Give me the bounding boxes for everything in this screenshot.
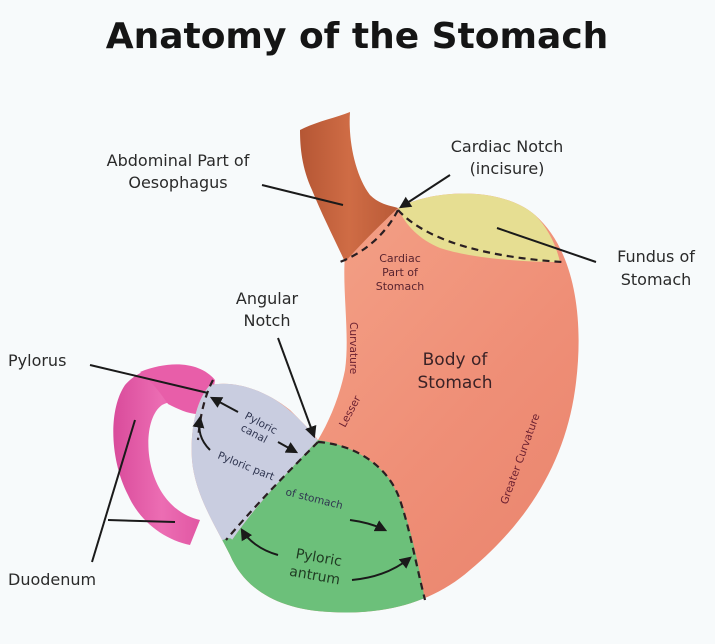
duodenum-leader [91, 419, 136, 563]
label-body-line1: Body of [423, 350, 489, 370]
label-cardiac-part: Cardiac Part of Stomach [376, 252, 425, 293]
label-cardiac-notch-line2: (incisure) [470, 159, 545, 178]
label-angular-notch-line2: Notch [244, 311, 291, 330]
pyloric-part-arrow-left [192, 415, 211, 451]
antrum-boundary-line [317, 440, 427, 601]
cardiac-boundary-line [339, 209, 399, 264]
label-fundus: Fundus of Stomach [617, 247, 695, 289]
antrum-arrow-left [240, 527, 279, 556]
label-fundus-line1: Fundus of [617, 247, 695, 266]
label-cardiac-part-line3: Stomach [376, 280, 425, 293]
label-duodenum: Duodenum [8, 570, 96, 589]
page-title: Anatomy of the Stomach [106, 16, 609, 57]
label-body: Body of Stomach [418, 350, 493, 393]
label-abdominal-oesophagus: Abdominal Part of Oesophagus [107, 151, 250, 192]
pyloric-canal-arrow-left [209, 396, 239, 413]
pylorus-leader [89, 364, 209, 394]
antrum-arrow-right [351, 556, 412, 581]
cardiac-notch-arrow [398, 174, 451, 209]
oesophagus-shape [300, 112, 398, 262]
label-body-line2: Stomach [418, 373, 493, 393]
label-abdominal-oesophagus-line1: Abdominal Part of [107, 151, 250, 170]
duodenum-shape [113, 364, 215, 545]
fundus-leader [496, 227, 597, 263]
fundus-region [398, 193, 560, 262]
pyloric-canal-boundary-line [225, 441, 319, 541]
fundus-boundary-line [397, 209, 563, 264]
label-angular-notch-line1: Angular [236, 289, 299, 308]
label-lesser-curvature-part2: Curvature [347, 322, 359, 374]
label-fundus-line2: Stomach [621, 270, 692, 289]
label-angular-notch: Angular Notch [236, 289, 299, 330]
label-abdominal-oesophagus-line2: Oesophagus [128, 173, 227, 192]
angular-notch-arrow [277, 337, 317, 439]
pylorus-boundary-line [196, 379, 214, 441]
label-cardiac-part-line2: Part of [382, 266, 419, 279]
pyloric-part-arrow-right [349, 519, 388, 532]
label-pyloric-antrum-line1: Pyloric [294, 546, 343, 570]
pyloric-canal-arrow-right [277, 441, 299, 454]
abdominal-oesophagus-leader [261, 184, 344, 206]
duodenum-leader-branch [107, 519, 176, 523]
label-cardiac-part-line1: Cardiac [379, 252, 421, 265]
label-cardiac-notch-line1: Cardiac Notch [451, 137, 564, 156]
label-pylorus: Pylorus [8, 351, 66, 370]
label-cardiac-notch: Cardiac Notch (incisure) [451, 137, 564, 178]
